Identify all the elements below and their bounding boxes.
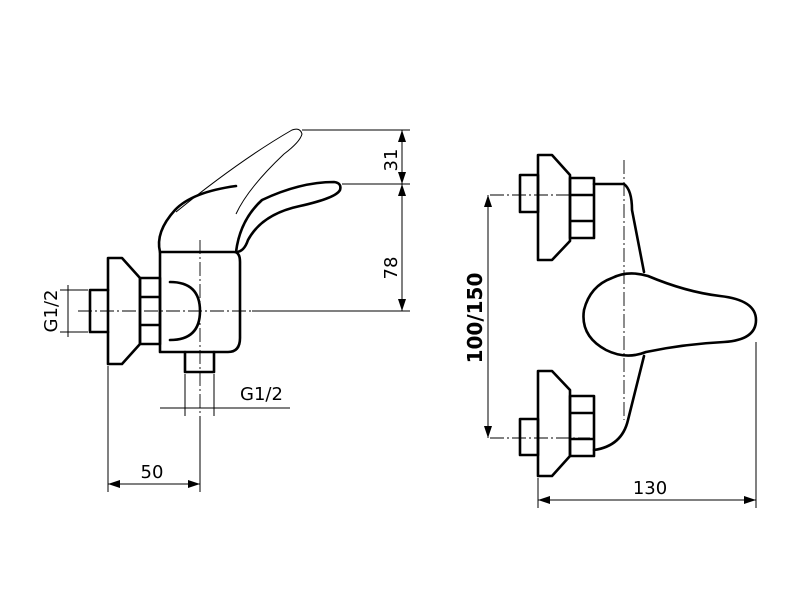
front-body	[592, 182, 646, 452]
side-view: G1/2 G1/2 50 31 78	[41, 128, 410, 492]
front-view: 100/150 130	[463, 153, 758, 508]
outlet-spout	[183, 350, 216, 374]
lower-hex-nut	[568, 394, 596, 458]
dim-thread-inlet: G1/2	[41, 290, 62, 333]
arrow	[398, 130, 406, 142]
dim-depth: 50	[141, 462, 164, 483]
lever-handle	[234, 180, 342, 254]
arrow	[398, 184, 406, 196]
arrow	[398, 299, 406, 311]
cartridge-cap	[157, 184, 238, 254]
dim-lever-travel: 31	[381, 149, 402, 172]
upper-flange	[536, 153, 572, 262]
arrow	[108, 480, 120, 488]
dim-height: 78	[381, 257, 402, 280]
upper-inlet-nipple	[518, 173, 540, 214]
lower-flange	[536, 369, 572, 478]
lower-inlet-nipple	[518, 417, 540, 457]
arrow	[484, 426, 492, 438]
dim-thread-outlet: G1/2	[240, 384, 283, 405]
arrow	[744, 496, 756, 504]
dim-center-distance: 100/150	[463, 273, 487, 364]
arrow	[538, 496, 550, 504]
arrow	[484, 195, 492, 207]
arrow	[398, 172, 406, 184]
dim-width: 130	[633, 478, 667, 499]
lever-raised-outline	[175, 128, 303, 215]
upper-hex-nut	[568, 176, 596, 240]
arrow	[188, 480, 200, 488]
lever-front	[582, 272, 758, 357]
